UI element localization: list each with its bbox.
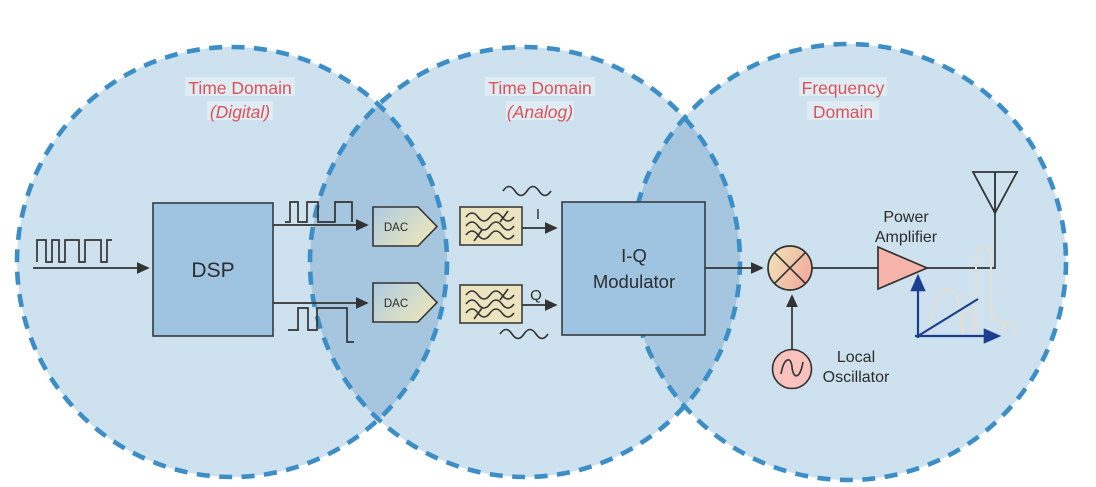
iq-modulator-block — [561, 201, 706, 336]
domain-label-frequency-line2: Domain — [813, 102, 873, 122]
power-amplifier-icon — [877, 245, 930, 291]
mixer-icon — [767, 245, 813, 291]
antenna-icon — [971, 171, 1019, 215]
label-highlight — [506, 101, 574, 120]
square-wave-i-icon — [285, 201, 353, 223]
domain-label-analog-line2: (Analog) — [507, 102, 573, 122]
filter-q-block — [459, 284, 523, 324]
mini-spectrum-chart — [910, 273, 1002, 344]
domain-label-digital-line2: (Digital) — [210, 102, 270, 122]
domain-label-analog-line1: Time Domain — [488, 78, 591, 98]
power-amplifier-label-line1: Power — [883, 209, 929, 226]
local-oscillator-label-line2: Oscillator — [823, 369, 890, 386]
label-highlight — [185, 77, 295, 96]
dsp-label: DSP — [191, 259, 234, 282]
label-highlight — [207, 101, 273, 120]
input-square-wave-icon — [36, 239, 112, 263]
sine-wave-q-icon — [499, 328, 549, 340]
local-oscillator-icon — [771, 348, 813, 390]
sine-wave-i-icon — [502, 185, 552, 197]
i-signal-label: I — [536, 206, 540, 223]
domain-label-digital-line1: Time Domain — [188, 78, 291, 98]
q-signal-label: Q — [530, 287, 542, 304]
venn-border-analog — [307, 44, 743, 480]
iq-modulator-label-line2: Modulator — [593, 271, 675, 292]
dac-i-label: DAC — [384, 222, 408, 234]
lowpass-filter-icon — [465, 290, 515, 300]
venn-border-digital — [14, 44, 450, 480]
domain-label-frequency-line1: Frequency — [802, 78, 885, 98]
power-amplifier-label-line2: Amplifier — [875, 229, 938, 246]
dsp-block — [152, 202, 274, 337]
dac-q-label: DAC — [384, 298, 408, 310]
iq-modulator-label-line1: I-Q — [621, 245, 647, 266]
dac-q-block — [372, 282, 439, 323]
dac-i-block — [372, 206, 439, 247]
lowpass-filter-icon — [465, 212, 515, 222]
venn-circle-frequency — [630, 44, 1066, 480]
square-wave-q-icon — [288, 307, 354, 343]
label-highlight — [807, 101, 879, 120]
label-highlight — [485, 77, 595, 96]
filter-i-block — [459, 206, 523, 246]
local-oscillator-label-line1: Local — [837, 349, 875, 366]
label-highlight — [799, 77, 887, 96]
